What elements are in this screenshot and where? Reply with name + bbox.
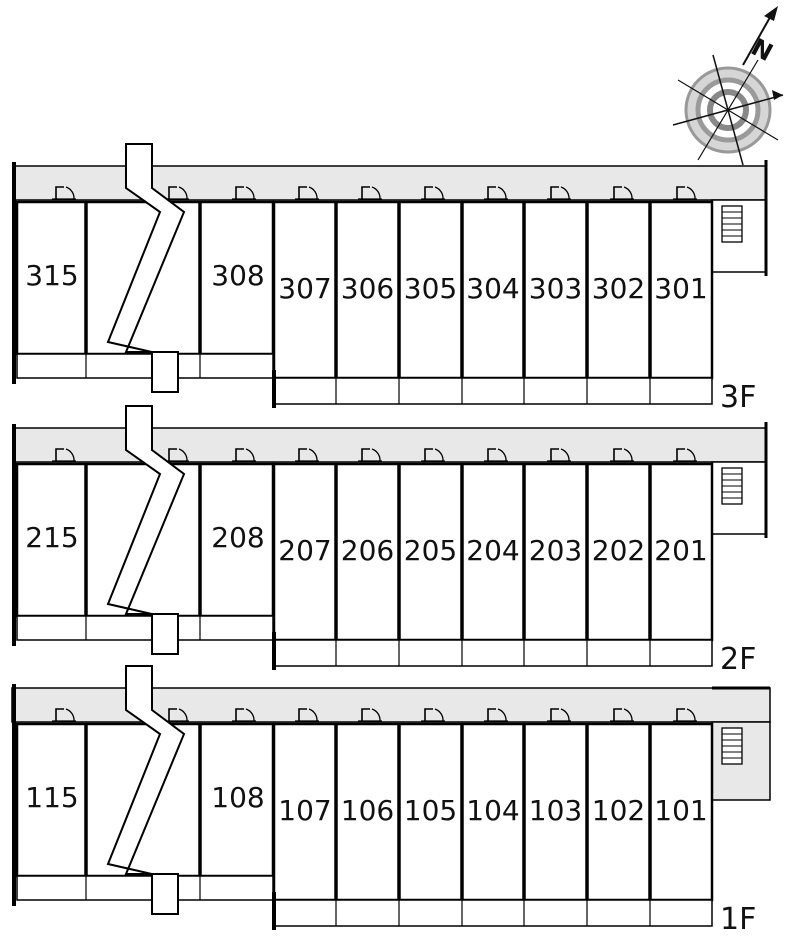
unit-label-308: 308	[211, 259, 264, 292]
balcony	[16, 353, 274, 379]
door-swing-icon	[484, 708, 508, 722]
unit-label-304: 304	[466, 272, 519, 305]
door-swing-icon	[421, 708, 445, 722]
unit-label-301: 301	[654, 272, 707, 305]
unit-label-204: 204	[466, 534, 519, 567]
break-line	[106, 143, 186, 393]
door-swing-icon	[165, 448, 189, 462]
balcony	[16, 615, 274, 641]
door-swing-icon	[610, 448, 634, 462]
unit-label-107: 107	[278, 794, 331, 827]
unit-label-104: 104	[466, 794, 519, 827]
door-swing-icon	[358, 448, 382, 462]
door-swing-icon	[52, 448, 76, 462]
door-swing-icon	[673, 186, 697, 200]
unit-label-106: 106	[341, 794, 394, 827]
unit-label-201: 201	[654, 534, 707, 567]
floor-3f: 315 308 307 306 305 304 303 302 301 3F	[12, 143, 768, 415]
door-swing-icon	[165, 708, 189, 722]
door-swing-icon	[673, 448, 697, 462]
floor-label: 3F	[720, 380, 756, 415]
right-wing	[272, 722, 714, 902]
door-swing-icon	[232, 186, 256, 200]
floors: 315 308 307 306 305 304 303 302 301 3F 215 208 207 20…	[11, 143, 771, 937]
unit-label-115: 115	[25, 781, 78, 814]
door-swing-icon	[547, 448, 571, 462]
door-swing-icon	[484, 186, 508, 200]
unit-label-302: 302	[592, 272, 645, 305]
unit-label-202: 202	[592, 534, 645, 567]
door-swing-icon	[610, 186, 634, 200]
right-wing	[272, 462, 714, 642]
unit-label-306: 306	[341, 272, 394, 305]
compass-icon	[672, 6, 784, 166]
stairs-icon	[721, 727, 743, 765]
door-swing-icon	[165, 186, 189, 200]
stairs-icon	[721, 205, 743, 243]
door-swing-icon	[421, 448, 445, 462]
break-line	[106, 405, 186, 655]
unit-label-206: 206	[341, 534, 394, 567]
door-swing-icon	[358, 708, 382, 722]
right-wing	[272, 200, 714, 380]
break-line	[106, 665, 186, 915]
door-swing-icon	[484, 448, 508, 462]
door-swing-icon	[673, 708, 697, 722]
door-swing-icon	[295, 448, 319, 462]
floor-label: 1F	[720, 902, 756, 937]
unit-label-305: 305	[404, 272, 457, 305]
unit-label-207: 207	[278, 534, 331, 567]
unit-label-203: 203	[529, 534, 582, 567]
unit-label-315: 315	[25, 259, 78, 292]
unit-label-101: 101	[654, 794, 707, 827]
balcony	[273, 639, 713, 667]
door-swing-icon	[295, 708, 319, 722]
door-swing-icon	[232, 448, 256, 462]
stairs-icon	[721, 467, 743, 505]
unit-label-105: 105	[404, 794, 457, 827]
door-swing-icon	[610, 708, 634, 722]
door-swing-icon	[358, 186, 382, 200]
unit-label-102: 102	[592, 794, 645, 827]
compass-north-label: N	[747, 33, 778, 67]
unit-label-208: 208	[211, 521, 264, 554]
unit-label-103: 103	[529, 794, 582, 827]
balcony	[273, 377, 713, 405]
floor-1f: 115 108 107 106 105 104 103 102 101 1F	[11, 665, 771, 937]
unit-label-215: 215	[25, 521, 78, 554]
door-swing-icon	[295, 186, 319, 200]
door-swing-icon	[52, 708, 76, 722]
door-swing-icon	[547, 186, 571, 200]
unit-label-108: 108	[211, 781, 264, 814]
door-swing-icon	[52, 186, 76, 200]
door-swing-icon	[547, 708, 571, 722]
unit-label-205: 205	[404, 534, 457, 567]
unit-label-307: 307	[278, 272, 331, 305]
door-swing-icon	[232, 708, 256, 722]
unit-label-303: 303	[529, 272, 582, 305]
floor-2f: 215 208 207 206 205 204 203 202 201 2F	[12, 405, 768, 677]
floor-label: 2F	[720, 642, 756, 677]
balcony	[16, 875, 274, 901]
balcony	[273, 899, 713, 927]
door-swing-icon	[421, 186, 445, 200]
